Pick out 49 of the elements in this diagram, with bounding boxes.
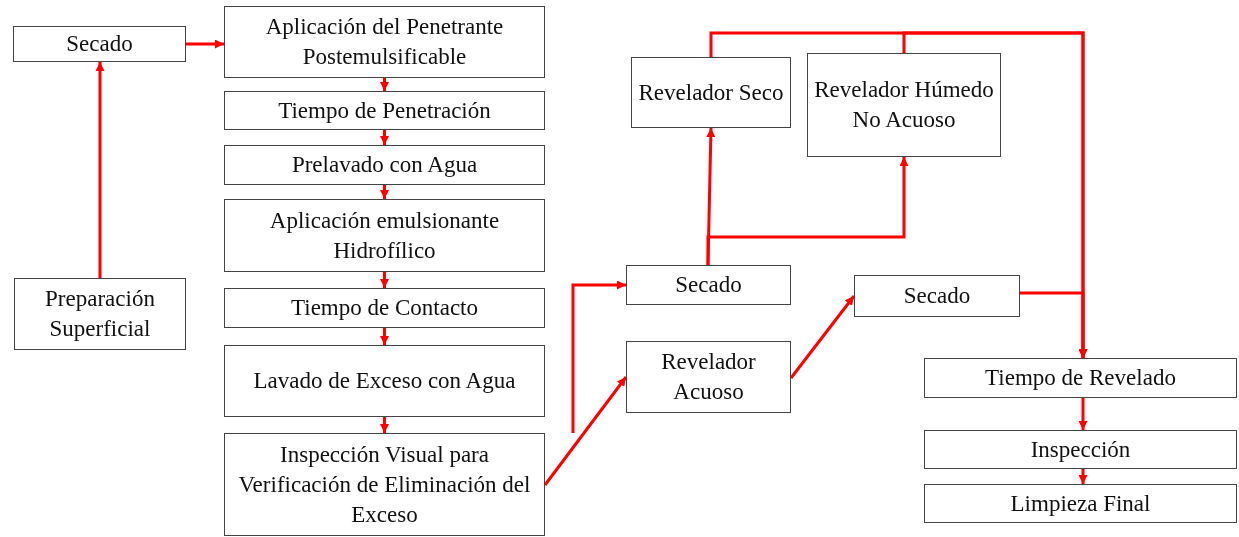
step-label: Inspección Visual para Verificación de Eliminación del Exceso <box>237 440 532 529</box>
arrow <box>1078 398 1088 430</box>
step-label: Aplicación emulsionante Hidrofílico <box>268 206 501 265</box>
step-label: Tiempo de Penetración <box>277 96 492 125</box>
process-box <box>924 358 1237 398</box>
process-box <box>224 433 545 536</box>
step-label: Tiempo de Contacto <box>290 294 479 322</box>
process-box <box>224 345 545 417</box>
step-label: Secado <box>65 30 134 58</box>
process-box <box>13 26 186 62</box>
arrow <box>380 185 389 199</box>
process-box <box>224 145 545 185</box>
process-box <box>224 199 545 272</box>
step-label: Tiempo de Revelado <box>984 364 1177 392</box>
process-box <box>224 6 545 78</box>
arrow <box>1078 469 1088 484</box>
process-box <box>924 484 1237 523</box>
step-label: Limpieza Final <box>1009 489 1152 518</box>
process-box <box>224 288 545 328</box>
process-box <box>854 275 1020 317</box>
step-label: Aplicación del Penetrante Postemulsificable <box>264 13 505 71</box>
arrow <box>380 328 389 345</box>
arrow <box>380 417 389 433</box>
process-box <box>626 265 791 305</box>
arrow <box>789 295 856 379</box>
step-label: Inspección <box>1029 435 1132 464</box>
process-box <box>626 341 791 413</box>
step-label: Preparación Superficial <box>44 285 156 343</box>
arrow <box>543 376 628 486</box>
process-box <box>807 53 1001 157</box>
step-label: Revelador Seco <box>637 78 785 107</box>
arrow <box>1020 291 1088 358</box>
step-label: Revelador Acuoso <box>660 348 757 406</box>
process-box <box>224 91 545 130</box>
arrow <box>571 280 626 433</box>
process-box <box>631 57 791 128</box>
step-label: Lavado de Exceso con Agua <box>252 367 517 395</box>
arrow <box>95 62 105 278</box>
process-box <box>924 430 1237 469</box>
arrow <box>380 130 389 145</box>
arrow <box>380 78 389 91</box>
step-label: Secado <box>674 271 743 299</box>
arrow <box>186 39 224 49</box>
step-label: Secado <box>902 282 972 310</box>
step-label: Prelavado con Agua <box>290 151 479 179</box>
step-label: Revelador Húmedo No Acuoso <box>813 76 995 134</box>
arrow <box>380 272 389 288</box>
arrow <box>706 157 909 265</box>
process-box <box>14 278 186 350</box>
